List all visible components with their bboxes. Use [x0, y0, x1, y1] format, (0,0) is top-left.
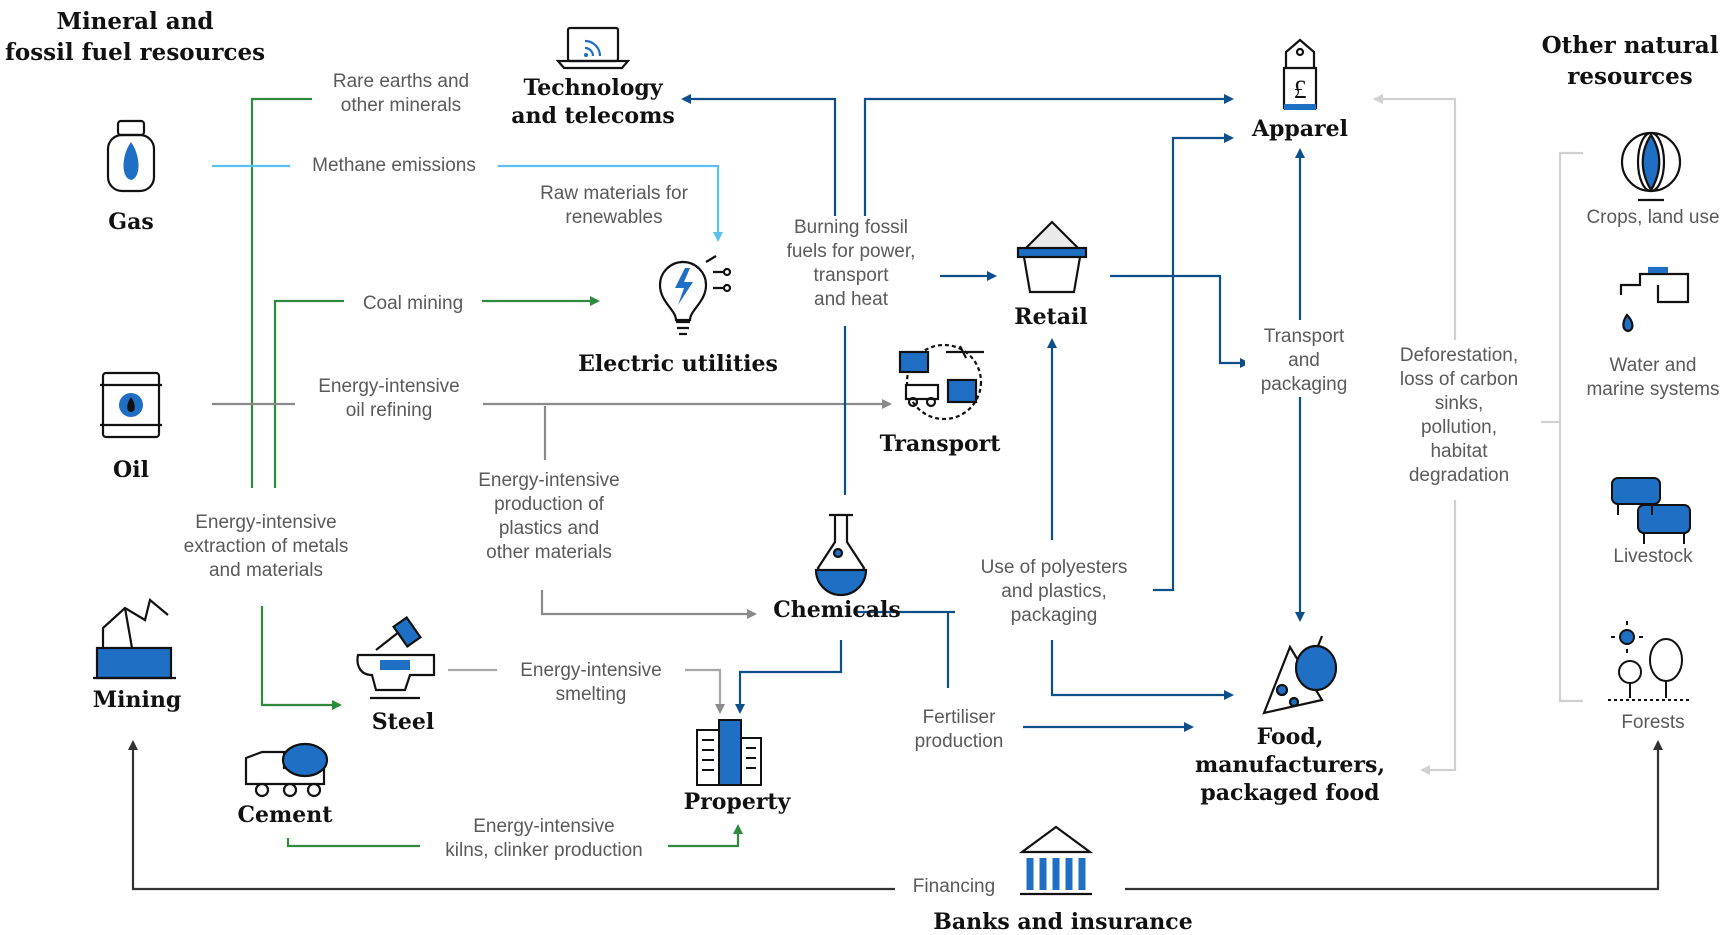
resource-forests: Forests: [1621, 712, 1685, 733]
node-oil: Oil: [113, 457, 149, 483]
flow-rare-earths: Rare earths and other minerals: [312, 70, 490, 118]
buildings-icon: [696, 719, 762, 786]
flow-financing: Financing: [895, 875, 1013, 899]
globe-leaf-icon: [1620, 131, 1682, 202]
deforestation-to-apparel-connector: [1373, 94, 1457, 340]
cement-truck-icon: [244, 742, 329, 798]
flow-raw-materials-renewables: Raw materials for renewables: [520, 182, 708, 230]
mineral-resources-title: Mineral and fossil fuel resources: [4, 8, 266, 66]
water-tap-icon: [1619, 267, 1690, 333]
lightbulb-icon: [658, 255, 732, 336]
trees-sun-icon: [1608, 621, 1690, 701]
flow-smelting: Energy-intensive smelting: [497, 659, 685, 707]
node-banks-insurance: Banks and insurance: [933, 909, 1193, 935]
resource-crops-land-use: Crops, land use: [1586, 207, 1720, 228]
flow-methane-emissions: Methane emissions: [290, 154, 498, 178]
node-apparel: Apparel: [1251, 116, 1349, 142]
extraction-to-steel-connector: [260, 606, 342, 710]
node-electric-utilities: Electric utilities: [578, 351, 778, 377]
natural-resources-title: Other natural resources: [1541, 32, 1719, 90]
node-mining: Mining: [92, 687, 182, 713]
flow-coal-mining: Coal mining: [344, 292, 482, 316]
transport-vehicles-icon: [898, 343, 984, 421]
resource-livestock: Livestock: [1613, 546, 1693, 567]
flow-deforestation: Deforestation, loss of carbon sinks, pol…: [1377, 344, 1541, 488]
bank-building-icon: [1018, 825, 1094, 896]
node-food-manufacturers: Food, manufacturers, packaged food: [1194, 724, 1386, 806]
flow-kilns-clinker: Energy-intensive kilns, clinker producti…: [420, 815, 668, 863]
polyesters-to-apparel-connector: [1098, 133, 1234, 592]
flow-polyesters-plastics: Use of polyesters and plastics, packagin…: [955, 556, 1153, 628]
shopping-basket-icon: [1016, 220, 1088, 294]
oil-pump-icon: [93, 598, 176, 680]
oil-barrel-icon: [100, 371, 162, 439]
node-retail: Retail: [1014, 304, 1088, 330]
price-tag-icon: £: [1282, 38, 1318, 110]
node-chemicals: Chemicals: [773, 597, 901, 623]
burning-to-apparel-connector: [863, 94, 1234, 220]
retail-to-transport-packaging-connector: [1110, 274, 1250, 368]
anvil-hammer-icon: [356, 616, 436, 700]
coal-mining-connector: [273, 296, 600, 488]
flow-plastics-production: Energy-intensive production of plastics …: [455, 469, 643, 565]
polyesters-to-food-connector: [1050, 640, 1234, 700]
flow-fertiliser-production: Fertiliser production: [895, 706, 1023, 754]
flow-oil-refining: Energy-intensive oil refining: [295, 375, 483, 423]
node-gas: Gas: [108, 209, 154, 235]
pizza-apple-icon: [1262, 635, 1338, 715]
chemicals-to-property-connector: [735, 640, 843, 714]
flow-extraction-metals: Energy-intensive extraction of metals an…: [162, 511, 370, 583]
resource-water-marine: Water and marine systems: [1586, 355, 1720, 400]
node-technology-telecoms: Technology and telecoms: [511, 75, 675, 129]
flow-burning-fossil-fuels: Burning fossil fuels for power, transpor…: [762, 216, 940, 312]
cows-icon: [1611, 477, 1691, 544]
flow-transport-packaging: Transport and packaging: [1245, 325, 1363, 397]
burning-to-tech-connector: [681, 94, 837, 220]
node-steel: Steel: [371, 709, 435, 735]
plastics-to-chemicals-connector: [540, 590, 757, 619]
gas-cylinder-icon: [106, 119, 156, 193]
node-transport: Transport: [879, 431, 1001, 457]
financing-to-mining-connector: [128, 740, 898, 891]
financing-to-resources-connector: [1125, 740, 1663, 891]
chemistry-flask-icon: [814, 513, 868, 597]
laptop-wifi-icon: [555, 26, 631, 70]
svg-text:£: £: [1294, 75, 1307, 104]
deforestation-to-food-connector: [1420, 500, 1457, 775]
node-property: Property: [683, 789, 791, 815]
node-cement: Cement: [237, 802, 333, 828]
